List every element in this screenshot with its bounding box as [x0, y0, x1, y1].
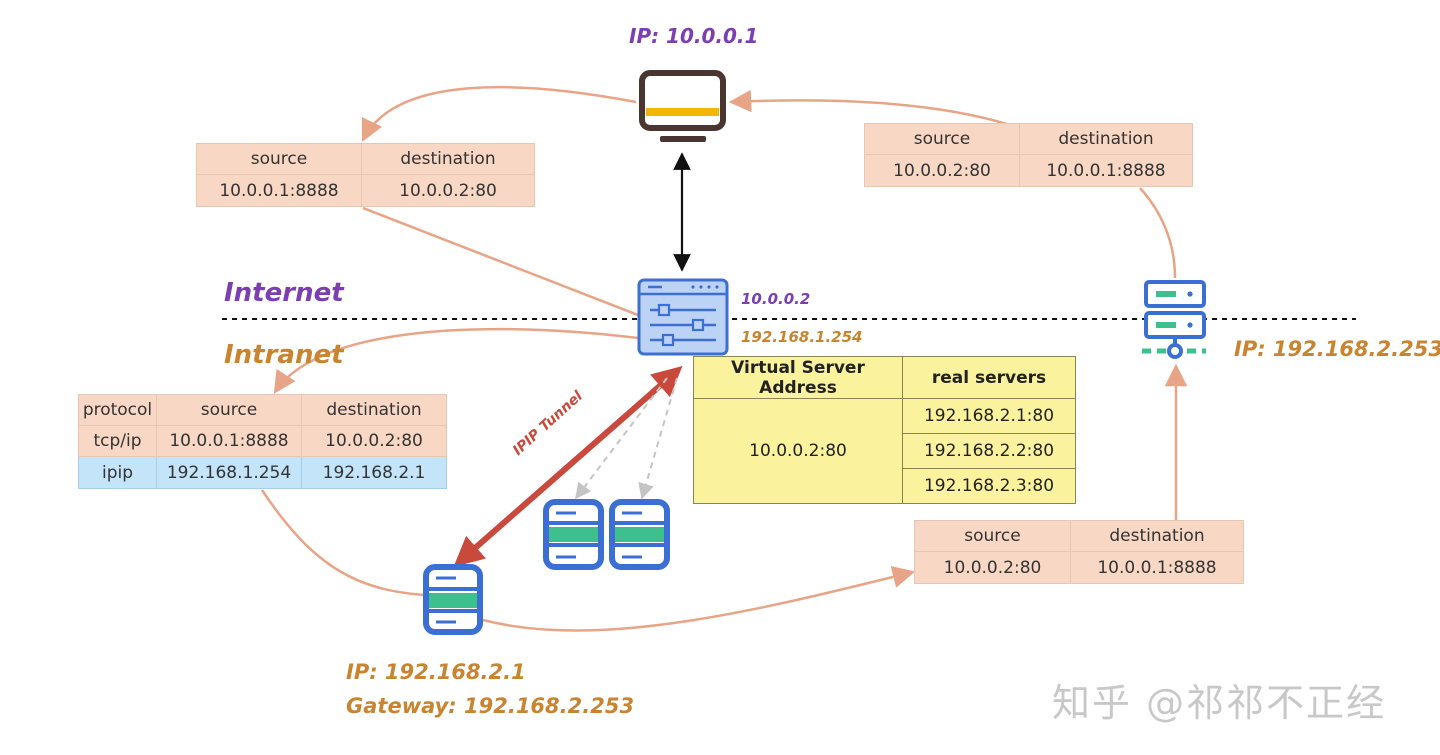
header-source: source: [156, 394, 302, 426]
cell-source: 10.0.0.2:80: [864, 154, 1020, 187]
cell-destination: 10.0.0.2:80: [301, 425, 447, 457]
watermark: 知乎 @祁祁不正经: [1052, 681, 1387, 725]
flow-packet-to-client: [728, 89, 1011, 127]
lb-to-rs2-dashed: [575, 377, 668, 500]
intranet-label: Intranet: [224, 340, 344, 370]
cell-source: 192.168.1.254: [156, 456, 302, 489]
rs-gateway-label: Gateway: 192.168.2.253: [346, 694, 635, 718]
flow-packet-to-lb: [362, 206, 639, 317]
cell-real-server: 192.168.2.2:80: [902, 433, 1076, 469]
lb-public-ip-label: 10.0.0.2: [741, 290, 811, 308]
cell-protocol: ipip: [78, 456, 157, 489]
flow-client-to-packet: [361, 85, 637, 143]
cell-destination: 10.0.0.1:8888: [1070, 551, 1244, 584]
cell-destination: 10.0.0.2:80: [361, 174, 535, 207]
header-destination: destination: [1070, 520, 1244, 552]
real-server-icon: [543, 499, 604, 570]
real-server-icon: [423, 564, 483, 635]
internet-label: Internet: [224, 278, 344, 308]
packet-table-rs-to-router: source destination 10.0.0.2:80 10.0.0.1:…: [914, 520, 1244, 584]
virtual-server-table: Virtual Server Address real servers 10.0…: [693, 356, 1076, 504]
header-source: source: [864, 123, 1020, 155]
flow-lb-to-encap: [273, 327, 639, 394]
header-source: source: [196, 143, 362, 175]
table-row: 192.168.2.2:80: [694, 433, 1076, 469]
lb-to-rs3-dashed: [638, 377, 678, 500]
load-balancer-icon: [637, 278, 729, 356]
cell-source: 10.0.0.1:8888: [156, 425, 302, 457]
flow-router-to-packet: [1139, 187, 1177, 279]
monitor-icon: [639, 70, 726, 142]
packet-table-router-to-client: source destination 10.0.0.2:80 10.0.0.1:…: [864, 123, 1193, 187]
table-row: 192.168.2.3:80: [694, 468, 1076, 504]
real-server-icon: [609, 499, 670, 570]
table-row: tcp/ip 10.0.0.1:8888 10.0.0.2:80: [78, 425, 447, 457]
packet-table-encapsulated: protocol source destination tcp/ip 10.0.…: [78, 394, 447, 489]
client-ip-label: IP: 10.0.0.1: [629, 24, 759, 48]
header-virtual-server-address: Virtual Server Address: [693, 356, 903, 399]
router-icon: [1142, 280, 1206, 359]
header-destination: destination: [301, 394, 447, 426]
lb-private-ip-label: 192.168.1.254: [741, 328, 863, 346]
table-row: 10.0.0.2:80 192.168.2.1:80: [693, 398, 1076, 504]
cell-source: 10.0.0.2:80: [914, 551, 1071, 584]
router-ip-label: IP: 192.168.2.253: [1234, 337, 1440, 361]
ipip-tunnel-arrow: [453, 366, 683, 567]
cell-destination: 192.168.2.1: [301, 456, 447, 489]
header-protocol: protocol: [78, 394, 157, 426]
cell-protocol: tcp/ip: [78, 425, 157, 457]
flow-encap-to-rs: [260, 489, 425, 597]
flow-rs-to-packet: [482, 565, 916, 632]
header-destination: destination: [361, 143, 535, 175]
header-destination: destination: [1019, 123, 1193, 155]
table-row: ipip 192.168.1.254 192.168.2.1: [78, 456, 447, 489]
cell-real-server: 192.168.2.1:80: [902, 398, 1076, 434]
cell-vip: 10.0.0.2:80: [693, 398, 903, 504]
header-real-servers: real servers: [902, 356, 1076, 399]
rs-ip-label: IP: 192.168.2.1: [346, 660, 526, 684]
cell-destination: 10.0.0.1:8888: [1019, 154, 1193, 187]
header-source: source: [914, 520, 1071, 552]
cell-real-server: 192.168.2.3:80: [902, 468, 1076, 504]
packet-table-client-to-lb: source destination 10.0.0.1:8888 10.0.0.…: [196, 143, 535, 207]
cell-source: 10.0.0.1:8888: [196, 174, 362, 207]
